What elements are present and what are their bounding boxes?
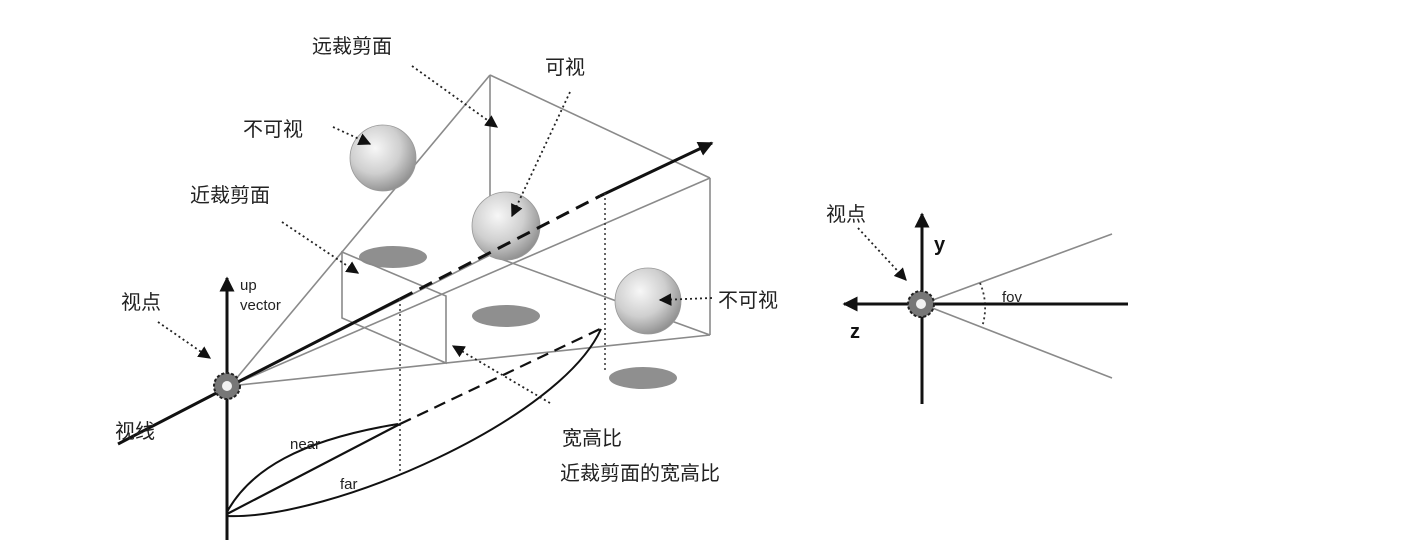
label-fov: fov	[1002, 289, 1023, 306]
leader-eye-side	[857, 227, 907, 281]
near-clip-plane	[341, 250, 447, 365]
far-measure-solid	[226, 423, 401, 515]
label-eye-left: 视点	[121, 290, 161, 314]
fov-upper-line	[921, 233, 1113, 305]
shadow-near-sphere	[359, 246, 427, 268]
label-eye-right: 视点	[826, 202, 866, 226]
label-up-vector-2: vector	[240, 297, 281, 314]
label-far-plane: 远裁剪面	[312, 34, 392, 58]
shadow-right-sphere	[609, 367, 677, 389]
label-far: far	[340, 476, 358, 493]
far-brace	[226, 328, 602, 518]
sphere-invisible-right	[614, 267, 682, 335]
label-near-plane: 近裁剪面	[190, 183, 270, 207]
sphere-visible	[471, 191, 541, 261]
eye-point	[213, 372, 241, 400]
label-up-vector-1: up	[240, 277, 257, 294]
fov-arc	[979, 282, 987, 328]
sphere-invisible-left	[349, 124, 417, 192]
label-axis-y: y	[934, 234, 946, 256]
label-aspect: 宽高比	[562, 426, 622, 450]
near-brace	[226, 423, 399, 513]
sight-line-back	[117, 384, 231, 446]
label-invisible-right: 不可视	[718, 288, 778, 312]
label-sight-line: 视线	[115, 419, 155, 443]
sight-line-dashed	[399, 194, 601, 301]
label-visible: 可视	[545, 55, 585, 79]
leader-arrows	[157, 65, 713, 404]
frustum-group: 远裁剪面 可视 不可视 近裁剪面 up vector 视点 不可视 视线 nea…	[115, 34, 778, 540]
eye-point-side	[907, 290, 935, 318]
label-near: near	[290, 436, 320, 453]
fov-lower-line	[921, 303, 1113, 379]
side-view-group: 视点 y z fov	[826, 202, 1128, 404]
shadow-center-sphere	[472, 305, 540, 327]
label-aspect-desc: 近裁剪面的宽高比	[560, 461, 720, 485]
label-invisible-left: 不可视	[243, 117, 303, 141]
sight-line-solid	[229, 297, 401, 388]
far-measure-dashed	[399, 328, 601, 425]
label-axis-z: z	[850, 321, 860, 343]
sight-line-arrow	[599, 141, 714, 198]
